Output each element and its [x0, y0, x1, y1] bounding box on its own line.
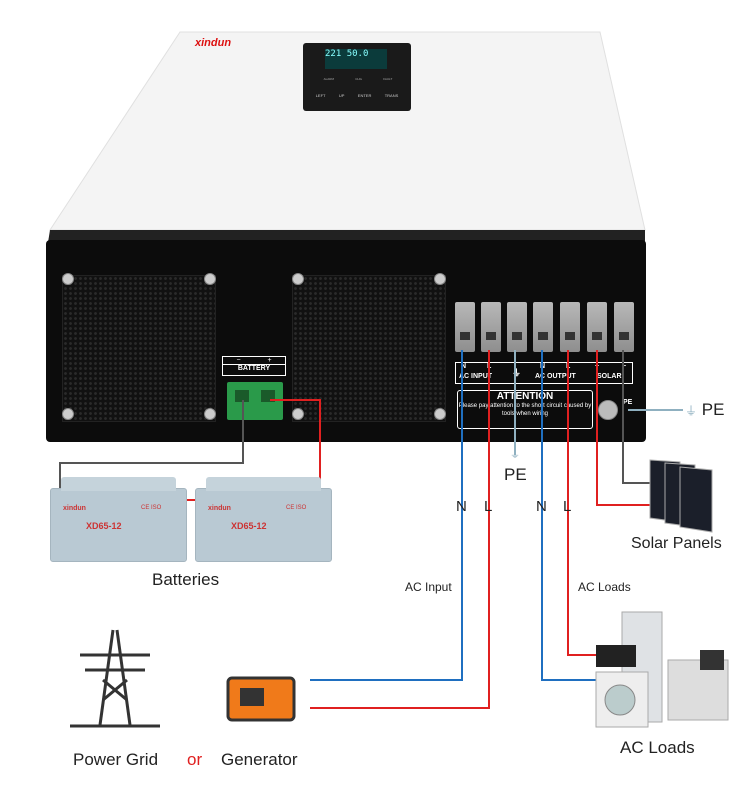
ac-loads-top-label: AC Loads — [578, 580, 631, 594]
wire-battery-neg — [59, 400, 244, 500]
screw-icon — [204, 273, 216, 285]
screw-icon — [62, 408, 74, 420]
battery-model: XD65-12 — [231, 521, 267, 531]
or-label: or — [187, 750, 203, 769]
ac-input-label: AC Input — [405, 580, 452, 594]
screw-icon — [292, 273, 304, 285]
battery-brand: xindun — [63, 505, 86, 512]
label-l-input: L — [484, 498, 493, 515]
solar-panels-image — [649, 459, 713, 533]
label-ac-output: AC OUTPUT — [535, 373, 576, 380]
led-fault: FAULT — [383, 77, 393, 81]
battery-2: xindun CE ISO XD65-12 — [195, 477, 332, 562]
attention-title: ATTENTION — [496, 391, 554, 402]
ac-loads-appliances-image — [595, 611, 729, 728]
lcd-left: 221 — [325, 49, 342, 59]
battery-label: BATTERY — [223, 364, 285, 372]
left-button[interactable]: LEFT — [315, 93, 326, 98]
led-chg: CHG — [355, 77, 362, 81]
control-panel: 221 50.0 ALARM CHG FAULT LEFT UP ENTER TRANS — [303, 43, 411, 111]
label-l-output: L — [563, 498, 572, 515]
ground-symbol-icon: ⏚ — [510, 450, 520, 461]
pe-bottom-label: PE — [504, 465, 527, 484]
screw-icon — [62, 273, 74, 285]
label-pe-small: PE — [623, 399, 633, 406]
battery-model: XD65-12 — [86, 521, 122, 531]
screw-icon — [292, 408, 304, 420]
up-button[interactable]: UP — [338, 93, 345, 98]
screw-icon — [434, 408, 446, 420]
wire-ac-in-l — [310, 350, 490, 709]
label-minus: − — [622, 363, 627, 370]
solar-panels-label: Solar Panels — [631, 535, 722, 552]
terminal-label-strip — [455, 362, 633, 384]
terminal-ac-in-n — [455, 302, 475, 352]
trans-button[interactable]: TRANS — [384, 93, 399, 98]
battery-terminal-label: − + BATTERY — [222, 356, 286, 376]
battery-cert: CE ISO — [286, 505, 307, 511]
led-alarm: ALARM — [323, 77, 334, 81]
battery-minus: − — [236, 357, 241, 364]
generator-label: Generator — [221, 750, 298, 769]
brand-logo: xindun — [195, 37, 232, 49]
wire-solar-plus — [596, 350, 655, 506]
battery-1: xindun CE ISO XD65-12 — [50, 477, 187, 562]
wire-ac-out-n — [541, 350, 600, 681]
ground-symbol-icon: ⏚ — [512, 368, 522, 378]
label-n-output: N — [536, 498, 547, 515]
attention-text: Please pay attention to the short circui… — [458, 403, 592, 417]
wire-battery-pos — [270, 399, 321, 500]
fan-grille-left — [62, 275, 216, 422]
terminal-ground — [507, 302, 527, 352]
power-grid-tower-icon — [70, 629, 160, 728]
enter-button[interactable]: ENTER — [357, 93, 372, 98]
terminal-ac-out-n — [533, 302, 553, 352]
label-ac-input: AC INPUT — [459, 373, 493, 380]
pe-right-label: ⏚ PE — [685, 400, 725, 419]
ac-loads-label: AC Loads — [620, 738, 695, 757]
terminal-ac-out-l — [560, 302, 580, 352]
lcd-screen: 221 50.0 — [325, 49, 387, 69]
label-n: N — [461, 363, 467, 370]
battery-cert: CE ISO — [141, 505, 162, 511]
terminal-solar-minus — [614, 302, 634, 352]
attention-box: ATTENTION Please pay attention to the sh… — [457, 390, 593, 429]
wire-ac-out-l — [567, 350, 600, 656]
ground-screw-icon — [598, 400, 618, 420]
generator-image — [226, 676, 296, 722]
wire-ac-in-n — [310, 350, 463, 681]
label-solar: SOLAR — [597, 373, 622, 380]
label-n-input: N — [456, 498, 467, 515]
power-grid-label: Power Grid — [73, 750, 159, 769]
terminal-ac-in-l — [481, 302, 501, 352]
battery-brand: xindun — [208, 505, 231, 512]
screw-icon — [204, 408, 216, 420]
wire-solar-minus — [622, 350, 655, 484]
battery-plus: + — [267, 357, 272, 364]
terminal-solar-plus — [587, 302, 607, 352]
fan-grille-right — [292, 275, 446, 422]
batteries-label: Batteries — [152, 570, 220, 589]
screw-icon — [434, 273, 446, 285]
lcd-right: 50.0 — [346, 49, 369, 59]
